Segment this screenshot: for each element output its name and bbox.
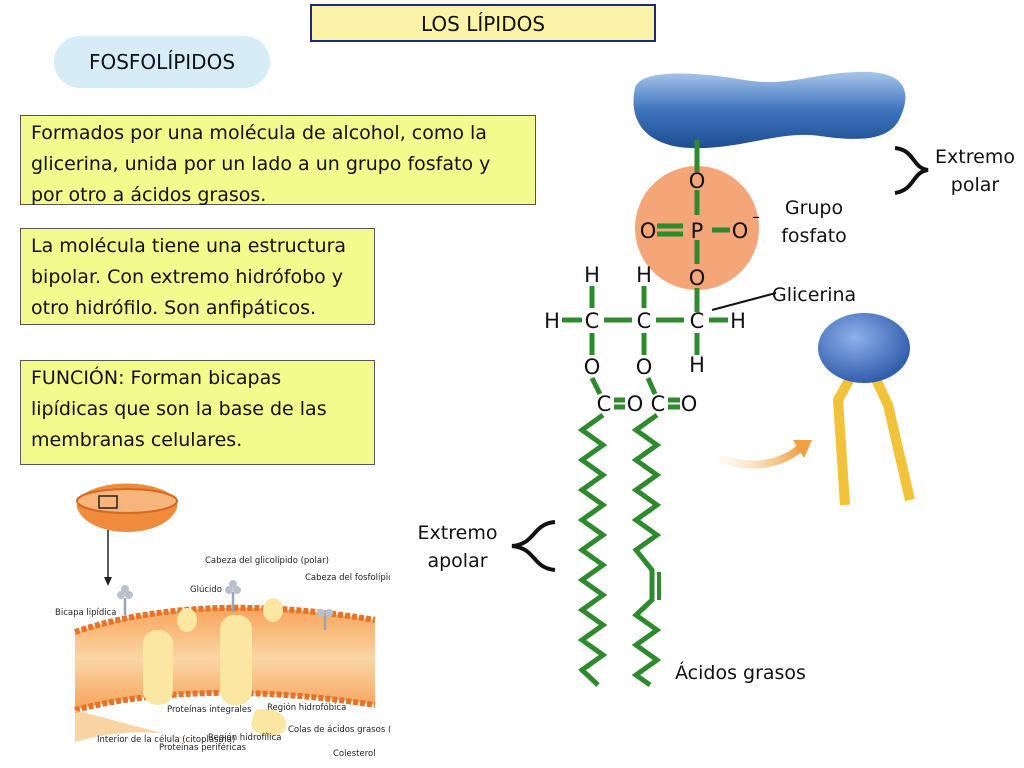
- atom-p: P: [691, 219, 704, 243]
- atom-o6: O: [627, 392, 644, 416]
- atom-c5: C: [651, 392, 666, 416]
- label-peripheral-proteins: Proteínas periféricas: [159, 742, 247, 753]
- peripheral-protein: [251, 709, 287, 737]
- vesicle: [76, 483, 178, 532]
- bonds: [562, 140, 730, 410]
- atom-labels: O P O O – O H H H C C C H H O O C O C O: [544, 169, 760, 416]
- polar-end-label: Extremo polar: [935, 146, 1015, 196]
- atom-c4: C: [597, 392, 612, 416]
- section-title: FOSFOLÍPIDOS: [54, 36, 270, 88]
- atom-h1: H: [584, 263, 600, 287]
- label-phospholipid-head: Cabeza del fosfolípido (polar): [305, 573, 390, 583]
- apolar-end-label: Extremo apolar: [417, 522, 498, 572]
- slide-title: LOS LÍPIDOS: [310, 4, 656, 42]
- atom-o-top: O: [689, 169, 706, 193]
- atom-c3: C: [690, 309, 705, 333]
- atom-h-left: H: [544, 309, 560, 333]
- atom-o-right: O: [732, 219, 749, 243]
- label-integral-proteins: Proteínas integrales: [167, 705, 252, 715]
- label-hydrophobic-region: Región hidrofóbica: [267, 702, 346, 713]
- function-box: FUNCIÓN: Forman bicapas lipídicas que so…: [20, 360, 375, 465]
- fatty-acids-label: Ácidos grasos: [675, 662, 806, 684]
- atom-o7: O: [681, 392, 698, 416]
- atom-h2: H: [636, 263, 652, 287]
- curved-arrow: [718, 444, 803, 469]
- membrane-illustration: Bicapa lipídica Cabeza del glicolípido (…: [55, 483, 390, 759]
- fatty-acid-tail-2: [631, 412, 662, 688]
- atom-o-left: O: [640, 219, 657, 243]
- simple-phospholipid-icon: [818, 313, 915, 506]
- integral-protein-1: [143, 630, 173, 705]
- atom-o5: O: [636, 355, 653, 379]
- atom-c2: C: [637, 309, 652, 333]
- atom-h3: H: [689, 353, 705, 377]
- phosphate-group-label: Grupo fosfato: [781, 197, 847, 247]
- atom-o-lower: O: [689, 266, 706, 290]
- polar-head-shape: [633, 71, 906, 149]
- label-cell-interior: Interior de la célula (citoplasma): [97, 734, 235, 745]
- integral-protein-2: [220, 615, 252, 705]
- atom-minus: –: [752, 207, 760, 226]
- fatty-acid-tail-1: [577, 412, 608, 687]
- label-fatty-acid-tails: Colas de ácidos grasos (no polares): [288, 725, 390, 735]
- label-hydrophilic-region: Región hidrofílica: [208, 732, 281, 743]
- atom-h-right: H: [730, 309, 746, 333]
- polar-brace: [894, 146, 929, 195]
- atom-c1: C: [585, 309, 600, 333]
- glycerol-label: Glicerina: [772, 284, 857, 306]
- label-glycolipid-head: Cabeza del glicolípido (polar): [205, 556, 329, 566]
- definition-box: Formados por una molécula de alcohol, co…: [20, 115, 536, 206]
- structure-box: La molécula tiene una estructura bipolar…: [20, 228, 375, 325]
- phosphate-circle: [635, 166, 759, 290]
- label-glucid: Glúcido: [190, 585, 222, 595]
- atom-o4: O: [584, 355, 601, 379]
- apolar-brace: [511, 520, 556, 572]
- label-bilayer: Bicapa lipídica: [55, 608, 117, 618]
- label-cholesterol: Colesterol: [333, 749, 376, 759]
